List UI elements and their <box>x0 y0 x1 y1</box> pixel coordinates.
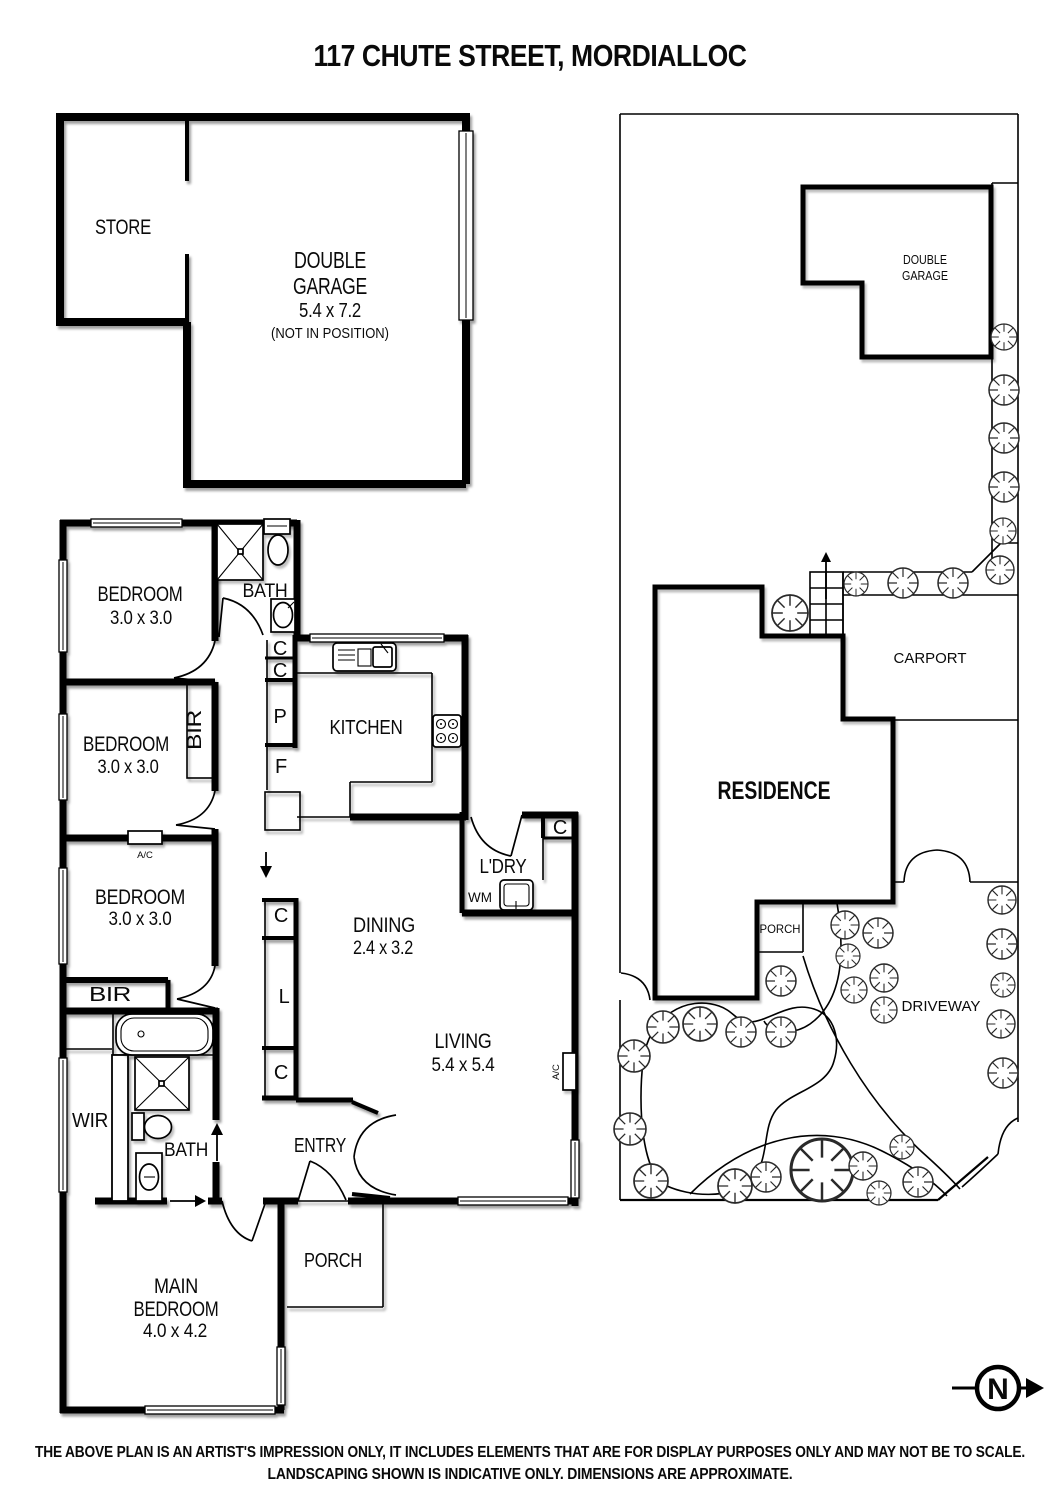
shower-main <box>134 1056 190 1111</box>
living-label: LIVING <box>435 1030 492 1053</box>
wir-label: WIR <box>72 1110 108 1132</box>
site-plan: DOUBLE GARAGE CARPORT RESIDENCE PORCH DR… <box>613 113 1020 1206</box>
bathtub <box>115 1013 214 1056</box>
windows <box>58 518 580 1415</box>
bedroom1-dims: 3.0 x 3.0 <box>110 608 172 629</box>
fridge-label: F <box>275 756 287 778</box>
site-landscaping <box>640 902 961 1197</box>
garage-label-line2: GARAGE <box>293 273 367 299</box>
ac-living-label: A/C <box>551 1064 562 1080</box>
shower-top <box>216 523 264 581</box>
cupboard-c3-label: C <box>274 905 288 927</box>
disclaimer: THE ABOVE PLAN IS AN ARTIST'S IMPRESSION… <box>35 1444 1025 1483</box>
garage-dims: 5.4 x 7.2 <box>299 300 361 322</box>
bir-bedroom2-label: BIR <box>184 710 206 750</box>
kitchen-label: KITCHEN <box>330 717 403 739</box>
garage-plan: STORE DOUBLE GARAGE 5.4 x 7.2 (NOT IN PO… <box>56 113 474 488</box>
cupboard-c2-label: C <box>273 660 287 682</box>
north-compass: N <box>952 1364 1044 1412</box>
kitchen-sink <box>332 642 397 672</box>
entry-label: ENTRY <box>294 1135 346 1157</box>
site-porch-label: PORCH <box>760 922 801 936</box>
bedroom2-dims: 3.0 x 3.0 <box>98 757 159 778</box>
page-title: 117 CHUTE STREET, MORDIALLOC <box>314 38 747 73</box>
laundry-trough <box>499 879 534 911</box>
hall-arrows <box>170 852 272 1207</box>
porch-label: PORCH <box>304 1250 362 1272</box>
disclaimer-line2: LANDSCAPING SHOWN IS INDICATIVE ONLY. DI… <box>268 1466 793 1483</box>
site-porch-outline <box>757 902 804 953</box>
bedroom3-label: BEDROOM <box>95 886 185 909</box>
cooktop <box>432 714 462 748</box>
bedroom1-label: BEDROOM <box>98 583 183 606</box>
store-label: STORE <box>95 216 151 239</box>
site-driveway-label: DRIVEWAY <box>902 998 981 1015</box>
bedroom3-dims: 3.0 x 3.0 <box>109 909 172 930</box>
site-trees <box>613 323 1020 1206</box>
site-carport-label: CARPORT <box>894 650 967 667</box>
site-stairs <box>809 552 844 637</box>
garage-note: (NOT IN POSITION) <box>271 325 389 342</box>
cupboard-c4-label: C <box>274 1062 288 1084</box>
north-arrow-icon <box>1026 1378 1044 1398</box>
site-residence-label: RESIDENCE <box>718 777 831 805</box>
main-floor-plan: BEDROOM 3.0 x 3.0 BATH C C P F KITCHEN B… <box>58 518 580 1415</box>
door-swings <box>173 597 523 1242</box>
site-garage-line2: GARAGE <box>902 268 948 283</box>
ac-bedroom3-label: A/C <box>137 850 153 861</box>
site-residence-outline <box>652 584 896 1001</box>
bedroom2-label: BEDROOM <box>83 733 169 756</box>
ac-unit-bedroom3 <box>127 830 163 845</box>
toilet-main <box>131 1112 173 1141</box>
toilet-top <box>263 518 291 566</box>
linen-label: L <box>279 986 290 1008</box>
disclaimer-line1: THE ABOVE PLAN IS AN ARTIST'S IMPRESSION… <box>35 1444 1025 1461</box>
wm-label: WM <box>468 890 492 905</box>
living-dims: 5.4 x 5.4 <box>432 1055 496 1076</box>
basin-top <box>270 598 296 633</box>
site-plan-labels: DOUBLE GARAGE CARPORT RESIDENCE PORCH DR… <box>718 252 981 1015</box>
ac-unit-living <box>562 1052 577 1091</box>
basin-main <box>135 1152 163 1202</box>
cupboard-c1-label: C <box>273 638 287 660</box>
dining-label: DINING <box>353 914 415 937</box>
site-garage-line1: DOUBLE <box>903 252 947 267</box>
bath-top-label: BATH <box>243 581 288 602</box>
laundry-label: L'DRY <box>480 856 527 878</box>
fixtures <box>115 518 577 1202</box>
garage-label-line1: DOUBLE <box>294 247 366 273</box>
main-bedroom-dims: 4.0 x 4.2 <box>143 1321 207 1342</box>
bir-hall-label: BIR <box>89 984 131 1006</box>
pantry-label: P <box>273 706 286 728</box>
site-garage-outline <box>800 184 994 360</box>
north-label: N <box>987 1373 1009 1406</box>
cupboard-laundry-label: C <box>553 817 567 839</box>
floor-plan-labels: BEDROOM 3.0 x 3.0 BATH C C P F KITCHEN B… <box>72 581 567 1342</box>
bath-main-label: BATH <box>164 1140 208 1161</box>
dining-dims: 2.4 x 3.2 <box>353 938 413 959</box>
main-bedroom-line1: MAIN <box>154 1275 198 1298</box>
main-bedroom-line2: BEDROOM <box>134 1298 219 1321</box>
